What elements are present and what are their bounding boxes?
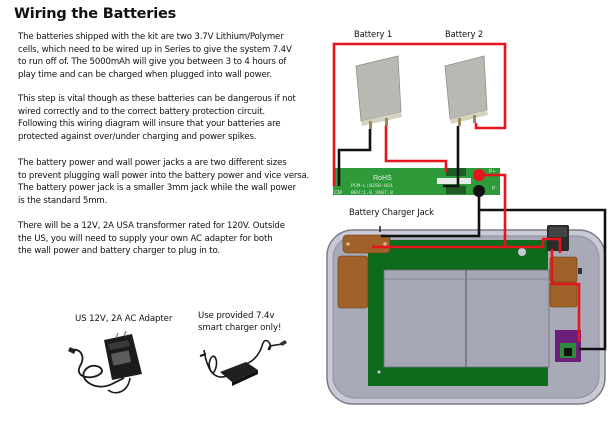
intro-paragraph: The batteries shipped with the kit are t… xyxy=(18,32,292,80)
negative-terminal-dot xyxy=(473,185,485,197)
jacks-paragraph: The battery power and wall power jacks a… xyxy=(18,158,310,206)
smart-charger-image xyxy=(199,339,287,386)
pcb-cm-pin: CM xyxy=(334,190,342,196)
battery-1-label: Battery 1 xyxy=(354,29,393,39)
transformer-paragraph: There will be a 12V, 2A USA transformer … xyxy=(18,221,285,257)
positive-terminal-dot xyxy=(473,169,485,181)
wire-battery1-positive xyxy=(384,126,448,172)
pcb-revision-text: REV:1.0 2007.8 xyxy=(351,190,393,196)
ac-adapter-image xyxy=(68,330,142,394)
battery-1 xyxy=(355,55,402,129)
protection-circuit-board: RoHS PCM-L:0258-021 REV:1.0 2007.8 CM P+… xyxy=(333,168,500,196)
battery-2-label: Battery 2 xyxy=(445,29,484,39)
positive-wires xyxy=(332,42,581,342)
negative-wires xyxy=(337,126,607,351)
wire-battery1-negative xyxy=(337,129,372,186)
wire-battery2-negative xyxy=(443,126,460,188)
page-title: Wiring the Batteries xyxy=(14,6,177,22)
battery-2 xyxy=(444,55,488,126)
wire-pcb-to-charger-jack xyxy=(381,185,481,238)
smart-charger-caption: Use provided 7.4v smart charger only! xyxy=(198,311,282,333)
left-connectors xyxy=(337,234,391,309)
pcb-rohs-text: RoHS xyxy=(373,175,392,182)
right-connectors xyxy=(549,256,582,308)
wire-pcb-positive-out xyxy=(372,173,507,249)
wire-series-link xyxy=(332,42,507,186)
ac-adapter-caption: US 12V, 2A AC Adapter xyxy=(75,314,173,324)
battery-charger-jack-label: Battery Charger Jack xyxy=(349,207,434,217)
pcb-p-minus-pin: P- xyxy=(492,186,497,192)
wire-switch-to-module xyxy=(550,249,581,342)
safety-paragraph: This step is vital though as these batte… xyxy=(18,94,296,142)
charger-module xyxy=(555,330,581,362)
pcb-model-text: PCM-L:0258-021 xyxy=(351,183,393,189)
wire-to-power-switch xyxy=(505,237,562,253)
wire-pcb-to-charger-module xyxy=(479,208,607,351)
pcb-p-plus-pin: P+ xyxy=(489,169,495,175)
main-board xyxy=(368,240,550,386)
